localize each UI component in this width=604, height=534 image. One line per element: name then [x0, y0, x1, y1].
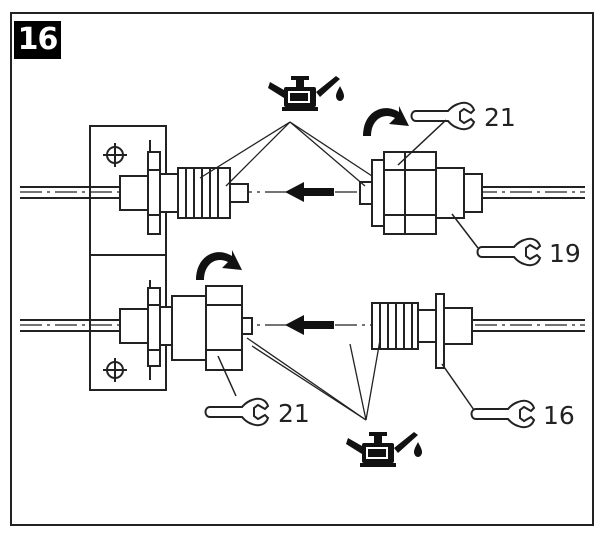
- top-pipe-assembly: [20, 151, 585, 235]
- wrench-icon: [410, 101, 475, 131]
- oil-leader-lines-top: [199, 121, 373, 187]
- wrench-icon: [470, 399, 535, 429]
- top-union-nut: [383, 151, 437, 235]
- callout-label-top-nut: 21: [484, 103, 516, 132]
- callout-label-bottom-nut: 21: [278, 399, 310, 428]
- callout-line: [397, 119, 447, 166]
- direction-arrow-icon: [285, 182, 334, 202]
- rotate-arrow-icon: [363, 106, 409, 136]
- top-thread-fitting: [177, 167, 231, 219]
- oil-leader-lines-bottom: [246, 337, 381, 421]
- callout-line: [451, 213, 479, 249]
- bottom-thread-fitting: [371, 302, 419, 350]
- oil-can-icon: [346, 432, 422, 467]
- oil-can-icon: [268, 76, 344, 111]
- wrench-icon: [204, 397, 269, 427]
- callout-line: [441, 363, 475, 411]
- callout-label-top-locknut: 19: [549, 239, 581, 268]
- wrench-icon: [476, 237, 541, 267]
- callout-line: [217, 355, 237, 397]
- direction-arrow-icon: [285, 315, 334, 335]
- diagram-frame: [10, 12, 594, 526]
- bottom-pipe-assembly: [20, 285, 585, 371]
- rotate-arrow-icon: [196, 250, 242, 280]
- callout-label-bottom-locknut: 16: [543, 401, 575, 430]
- bottom-union-nut: [171, 285, 243, 371]
- step-number-badge: 16: [14, 21, 61, 59]
